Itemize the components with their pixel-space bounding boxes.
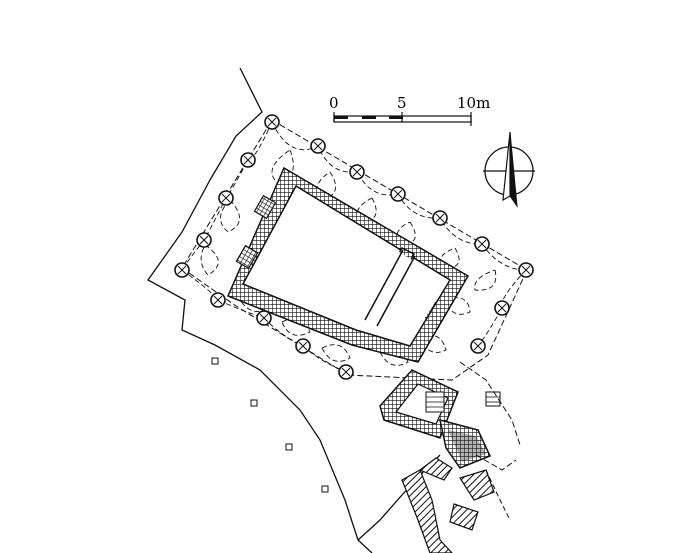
- scale-label-10m: 10m: [457, 94, 490, 112]
- scale-bar: 0 5 10m: [329, 94, 490, 126]
- courtyard-open: [246, 190, 448, 344]
- gate-tower: [379, 361, 521, 471]
- scale-label-0: 0: [329, 94, 339, 112]
- north-arrow-icon: [483, 131, 535, 208]
- enclosure-posts: [211, 357, 329, 493]
- outer-column-hatching: [177, 117, 531, 377]
- scale-label-5: 5: [397, 94, 407, 112]
- outer-arcade: [181, 119, 528, 381]
- ruined-walls: [401, 457, 511, 553]
